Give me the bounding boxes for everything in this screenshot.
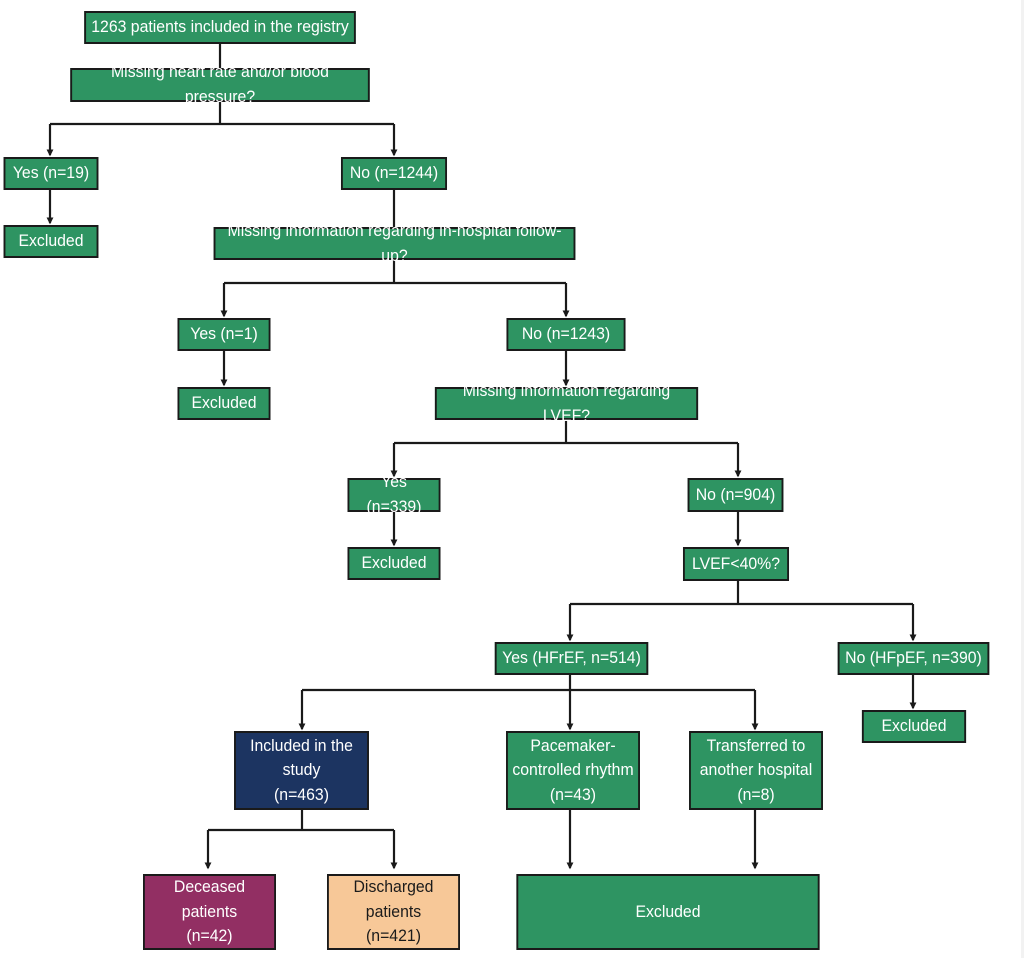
question-lvef-below-40: LVEF<40%? bbox=[682, 547, 790, 581]
registry-box: 1263 patients included in the registry bbox=[84, 11, 356, 44]
excluded-box-5: Excluded bbox=[516, 874, 820, 950]
transferred-box: Transferred to another hospital (n=8) bbox=[689, 731, 823, 810]
included-line1: Included in the bbox=[250, 735, 353, 755]
transferred-line2: another hospital bbox=[699, 760, 813, 780]
excluded-box-4: Excluded bbox=[861, 710, 967, 743]
excluded-box-3: Excluded bbox=[347, 547, 441, 580]
yes-1-box: Yes (n=1) bbox=[177, 318, 271, 351]
deceased-line2: patients bbox=[181, 901, 238, 921]
discharged-patients-box: Discharged patients (n=421) bbox=[327, 874, 460, 950]
no-1243-box: No (n=1243) bbox=[506, 318, 626, 351]
question-missing-hr-bp: Missing heart rate and/or blood pressure… bbox=[70, 62, 370, 106]
pacemaker-line1: Pacemaker- bbox=[530, 735, 616, 755]
question-missing-followup: Missing information regarding in-hospita… bbox=[213, 221, 576, 265]
pacemaker-line2: controlled rhythm bbox=[512, 760, 634, 780]
yes-hfref-box: Yes (HFrEF, n=514) bbox=[494, 642, 649, 675]
discharged-line2: patients bbox=[365, 901, 422, 921]
transferred-line3: (n=8) bbox=[737, 784, 775, 804]
included-line2: study bbox=[282, 760, 321, 780]
no-1244-box: No (n=1244) bbox=[340, 157, 448, 190]
pacemaker-line3: (n=43) bbox=[549, 784, 597, 804]
included-in-study-box: Included in the study (n=463) bbox=[234, 731, 369, 810]
excluded-box-2: Excluded bbox=[177, 387, 271, 420]
discharged-line3: (n=421) bbox=[366, 926, 421, 946]
transferred-line1: Transferred to bbox=[706, 735, 806, 755]
deceased-line1: Deceased bbox=[173, 877, 246, 897]
question-missing-lvef: Missing information regarding LVEF? bbox=[434, 381, 699, 425]
included-line3: (n=463) bbox=[274, 784, 329, 804]
deceased-patients-box: Deceased patients (n=42) bbox=[143, 874, 276, 950]
excluded-box-1: Excluded bbox=[3, 225, 99, 258]
yes-19-box: Yes (n=19) bbox=[3, 157, 99, 190]
right-edge-divider bbox=[1021, 0, 1024, 958]
pacemaker-box: Pacemaker- controlled rhythm (n=43) bbox=[506, 731, 640, 810]
deceased-line3: (n=42) bbox=[186, 926, 233, 946]
no-904-box: No (n=904) bbox=[687, 478, 784, 512]
yes-339-box: Yes (n=339) bbox=[347, 472, 441, 516]
discharged-line1: Discharged bbox=[353, 877, 434, 897]
no-hfpef-box: No (HFpEF, n=390) bbox=[837, 642, 990, 675]
